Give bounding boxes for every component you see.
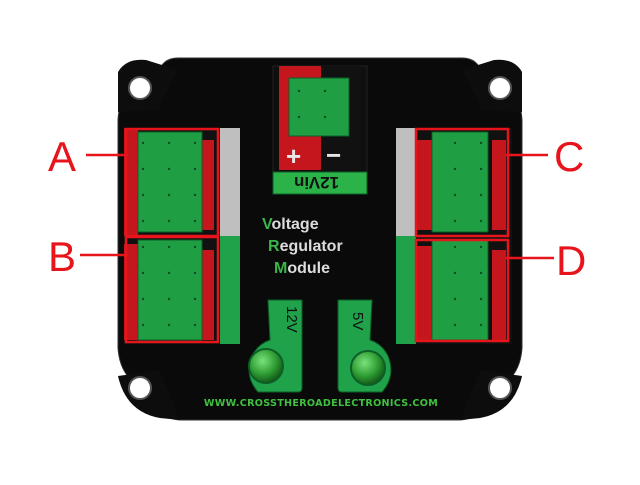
- mounting-ear-bottom-right: [460, 370, 522, 420]
- connector-block-c-right: [396, 128, 512, 236]
- input-connector-12vin: [272, 65, 368, 195]
- callout-box-c: [414, 127, 510, 238]
- mounting-ear-top-left: [118, 59, 178, 112]
- output-label-5v: 5V: [349, 312, 366, 331]
- connector-block-a-left: [124, 128, 240, 236]
- minus-sign: −: [326, 140, 342, 170]
- plus-sign: +: [286, 141, 302, 171]
- website-url: WWW.CROSSTHEROADELECTRONICS.COM: [203, 398, 439, 409]
- connector-block-d-right: [396, 236, 512, 344]
- mounting-ear-bottom-left: [118, 370, 180, 420]
- output-pill-5v: [337, 299, 392, 393]
- title-line-regulator: Regulator: [268, 238, 343, 255]
- mounting-ear-top-right: [462, 59, 522, 112]
- title-line-module: Module: [274, 260, 330, 277]
- input-label-12vin: 12Vin: [294, 173, 340, 192]
- connector-block-b-left: [124, 236, 240, 344]
- callout-label-b: B: [48, 233, 77, 280]
- output-pill-12v: [248, 299, 303, 393]
- title-line-voltage: Voltage: [262, 216, 319, 233]
- callout-label-a: A: [48, 133, 77, 180]
- callout-box-d: [414, 238, 510, 343]
- output-label-12v: 12V: [283, 306, 300, 333]
- callout-box-b: [124, 235, 220, 344]
- callout-label-c: C: [554, 133, 585, 180]
- callout-label-d: D: [556, 237, 587, 284]
